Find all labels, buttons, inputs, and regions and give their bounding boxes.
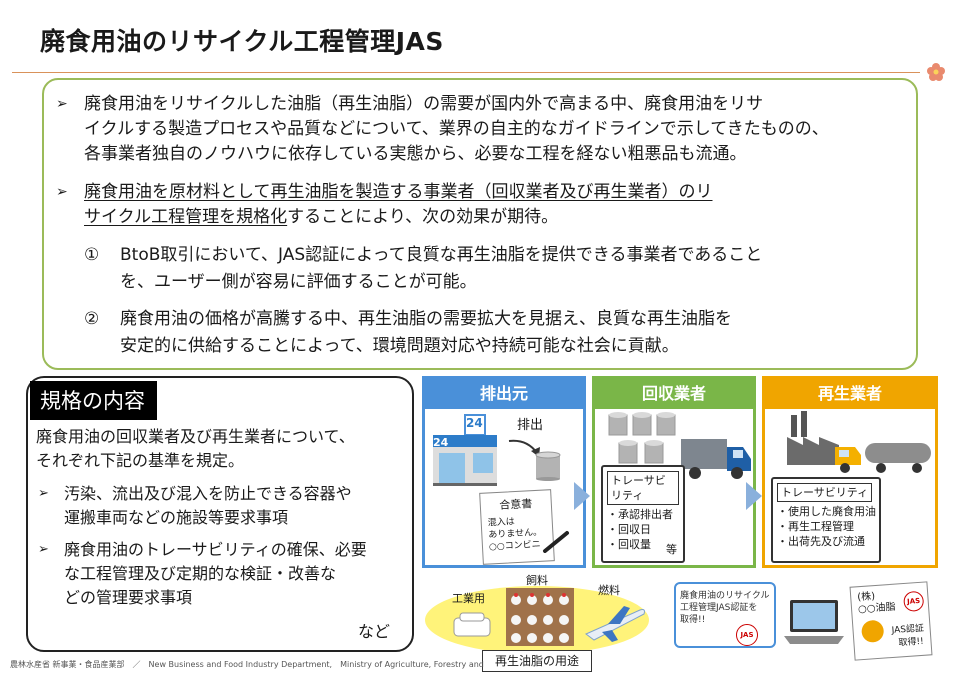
store-sign-number: 24: [433, 436, 449, 449]
pen-icon: [543, 531, 569, 553]
recycler-trace-clipboard: トレーサビリティ ・使用した廃食用油 ・再生工程管理 ・出荷先及び流通: [771, 477, 881, 563]
cert-line-3: 取得!!: [680, 615, 706, 625]
flow-panel-recycler: 再生業者 トレーサビリティ ・使用した廃食用油 ・再生工程管理 ・出荷先及び流通: [762, 376, 938, 568]
soap-icon: [453, 612, 491, 637]
spec-item-1-line-2: 運搬車両などの施設等要求事項: [64, 508, 289, 527]
oil-drum-icon: [535, 451, 561, 481]
cert-bubble: 廃食用油のリサイクル 工程管理JAS認証を 取得!! JAS: [674, 582, 776, 648]
footer: 農林水産省 新事業・食品産業部 ／ New Business and Food …: [10, 660, 484, 669]
jas-mark: JAS: [903, 590, 925, 613]
recycler-trace-item-3: ・出荷先及び流通: [777, 535, 865, 548]
discharge-label: 排出: [517, 418, 544, 433]
collector-trace-item-1: ・承認排出者: [607, 508, 673, 521]
spec-box: [26, 376, 414, 652]
spec-item-2-line-2: な工程管理及び定期的な検証・改善な: [64, 564, 337, 583]
jas-certificate: (株) ○○油脂 JAS JAS認証 取得!!: [849, 581, 933, 661]
collector-trace-title: トレーサビリティ: [607, 471, 679, 505]
agreement-doc: 合意書 混入は ありません。 ○○コンビニ: [479, 489, 555, 565]
spec-lead-line-1: 廃食用油の回収業者及び再生業者について、: [36, 427, 355, 446]
flow-panel-recycler-title: 再生業者: [765, 379, 935, 409]
intro-bullet-1: ➢ 廃食用油をリサイクルした油脂（再生油脂）の需要が国内外で高まる中、廃食用油を…: [56, 92, 906, 167]
arrow-bullet-icon: ➢: [38, 486, 49, 501]
spec-lead-line-2: それぞれ下記の基準を規定。: [36, 451, 245, 470]
flow-panel-source-title: 排出元: [425, 379, 583, 409]
spec-heading: 規格の内容: [30, 381, 157, 420]
arrow-bullet-icon: ➢: [56, 184, 68, 200]
usage-label: 再生油脂の用途: [482, 650, 592, 672]
jas-mark-small: JAS: [736, 624, 758, 646]
cert-line-1: 廃食用油のリサイクル: [680, 591, 770, 601]
collection-truck-icon: [681, 439, 751, 479]
collector-trace-etc: 等: [666, 543, 677, 556]
jas-acquired-2: 取得!!: [898, 636, 925, 649]
spec-item-2-line-3: どの管理要求事項: [64, 588, 193, 607]
intro-bullet-2-rest: することにより、次の効果が期待。: [287, 207, 559, 227]
title-divider: [12, 72, 920, 73]
flower-icon: [927, 63, 945, 81]
airplane-icon: [585, 606, 645, 642]
laptop-icon: [784, 600, 844, 644]
tanker-truck-icon: [835, 443, 931, 473]
spec-item-2: ➢ 廃食用油のトレーサビリティの確保、必要 な工程管理及び定期的な検証・改善な …: [38, 538, 408, 610]
intro-bullet-1-line-1: 廃食用油をリサイクルした油脂（再生油脂）の需要が国内外で高まる中、廃食用油をリサ: [84, 94, 764, 114]
spec-lead: 廃食用油の回収業者及び再生業者について、 それぞれ下記の基準を規定。: [36, 425, 411, 473]
spec-item-2-line-1: 廃食用油のトレーサビリティの確保、必要: [64, 540, 367, 559]
company-line-2: ○○油脂: [857, 601, 896, 616]
spec-etc: など: [358, 622, 391, 641]
effect-item-2: ② 廃食用油の価格が高騰する中、再生油脂の需要拡大を見据え、良質な再生油脂を 安…: [84, 306, 904, 360]
effect-1-line-1: BtoB取引において、JAS認証によって良質な再生油脂を提供できる事業者であるこ…: [120, 245, 763, 265]
usage-feed-label: 飼料: [526, 574, 548, 587]
intro-bullet-2-underlined: サイクル工程管理を規格化: [84, 207, 288, 227]
flow-panel-collector: 回収業者 トレーサビリティ ・承認排出者 ・回収日 ・回収量 等: [592, 376, 756, 568]
page-title: 廃食用油のリサイクル工程管理JAS: [40, 27, 444, 56]
effect-number: ①: [84, 245, 100, 265]
poultry-farm-icon: [506, 588, 574, 646]
effect-item-1: ① BtoB取引において、JAS認証によって良質な再生油脂を提供できる事業者であ…: [84, 242, 904, 296]
effect-2-line-1: 廃食用油の価格が高騰する中、再生油脂の需要拡大を見据え、良質な再生油脂を: [120, 309, 732, 329]
recycler-trace-title: トレーサビリティ: [777, 483, 873, 502]
recycler-trace-item-1: ・使用した廃食用油: [777, 505, 876, 518]
usage-fuel-label: 燃料: [598, 584, 620, 597]
oil-drums-icon: [608, 412, 676, 464]
collector-trace-item-2: ・回収日: [607, 523, 651, 536]
collector-trace-item-3: ・回収量: [607, 538, 651, 551]
effect-number: ②: [84, 309, 100, 329]
flow-arrow-1: [574, 482, 590, 510]
convenience-store-icon: [433, 414, 497, 486]
flow-arrow-2: [746, 482, 762, 510]
collector-trace-clipboard: トレーサビリティ ・承認排出者 ・回収日 ・回収量 等: [601, 465, 685, 563]
factory-icon: [787, 411, 839, 465]
agreement-title: 合意書: [499, 497, 533, 512]
effect-1-line-2: を、ユーザー側が容易に評価することが可能。: [120, 272, 477, 292]
spec-item-1: ➢ 汚染、流出及び混入を防止できる容器や 運搬車両などの施設等要求事項: [38, 482, 408, 530]
intro-bullet-2: ➢ 廃食用油を原材料として再生油脂を製造する事業者（回収業者及び再生業者）のリ …: [56, 180, 906, 230]
recycler-trace-item-2: ・再生工程管理: [777, 520, 854, 533]
arrow-bullet-icon: ➢: [56, 96, 68, 112]
intro-bullet-1-line-2: イクルする製造プロセスや品質などについて、業界の自主的なガイドラインで示してきた…: [84, 119, 829, 139]
usage-industrial-label: 工業用: [452, 592, 485, 605]
flow-panel-collector-title: 回収業者: [595, 379, 753, 409]
intro-bullet-2-line-1: 廃食用油を原材料として再生油脂を製造する事業者（回収業者及び再生業者）のリ: [84, 182, 713, 202]
intro-bullet-1-line-3: 各事業者独自のノウハウに依存している実態から、必要な工程を経ない粗悪品も流通。: [84, 144, 747, 164]
flow-panel-source: 排出元 24 24 排出 合意書 混入は ありません。 ○○コンビニ: [422, 376, 586, 568]
effect-2-line-2: 安定的に供給することによって、環境問題対応や持続可能な社会に貢献。: [120, 336, 679, 356]
cert-seal-icon: [860, 619, 885, 644]
arrow-bullet-icon: ➢: [38, 542, 49, 557]
intro-box: [42, 78, 918, 370]
spec-item-1-line-1: 汚染、流出及び混入を防止できる容器や: [64, 484, 352, 503]
cert-line-2: 工程管理JAS認証を: [680, 603, 758, 613]
store-logo-number: 24: [466, 416, 483, 430]
